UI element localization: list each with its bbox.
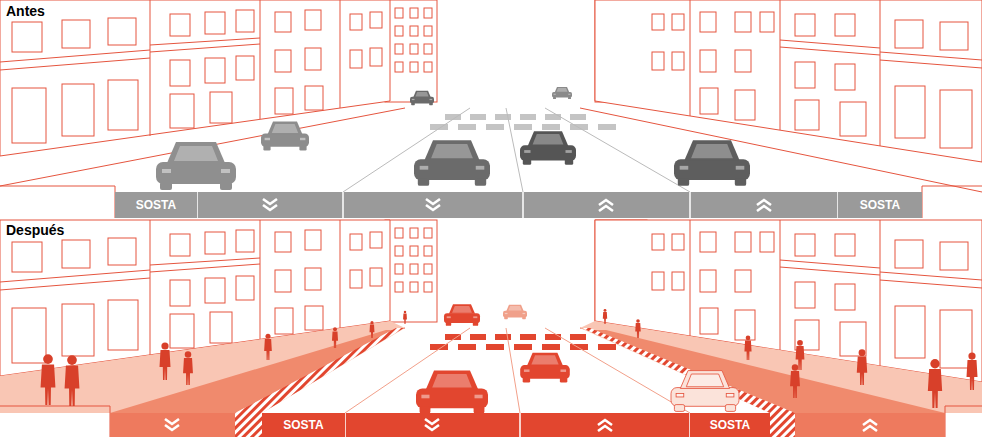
lane-label: SOSTA bbox=[710, 418, 750, 432]
panel-heading: Antes bbox=[6, 3, 45, 19]
lane-label: SOSTA bbox=[283, 418, 323, 432]
parking-cell: SOSTA bbox=[115, 192, 197, 218]
parking-cell: SOSTA bbox=[690, 413, 770, 437]
lane-label: SOSTA bbox=[136, 198, 176, 212]
lane-label: SOSTA bbox=[860, 198, 900, 212]
before-panel bbox=[0, 0, 982, 218]
after-panel bbox=[0, 220, 982, 437]
parking-cell: SOSTA bbox=[262, 413, 345, 437]
panel-heading: Después bbox=[6, 222, 64, 238]
parking-cell: SOSTA bbox=[838, 192, 922, 218]
